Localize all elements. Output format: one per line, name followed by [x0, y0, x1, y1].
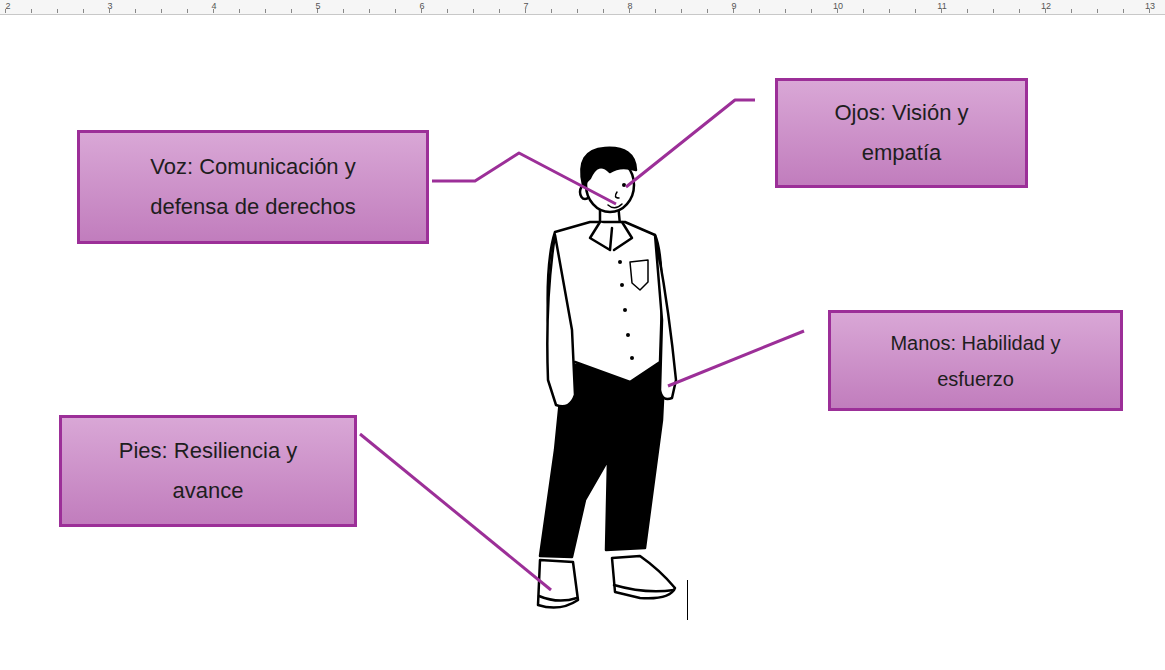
text-cursor: [687, 580, 688, 620]
ruler-number: 3: [107, 1, 112, 12]
ruler-number: 8: [627, 1, 632, 12]
ruler-number: 13: [1145, 1, 1155, 12]
ruler: [0, 0, 1165, 15]
ruler-number: 12: [1041, 1, 1051, 12]
ruler-number: 9: [731, 1, 736, 12]
callout-box: Manos: Habilidad y esfuerzo: [828, 310, 1123, 411]
ruler-number: 11: [937, 1, 946, 12]
callout-box: Voz: Comunicación y defensa de derechos: [77, 130, 429, 244]
leader-line: [432, 153, 616, 204]
leader-line: [668, 331, 804, 386]
callout-box: Ojos: Visión y empatía: [775, 78, 1028, 188]
ruler-number: 2: [5, 1, 10, 12]
ruler-number: 5: [315, 1, 320, 12]
ruler-number: 4: [211, 1, 216, 12]
callout-text: Voz: Comunicación y defensa de derechos: [118, 147, 388, 226]
ruler-number: 6: [419, 1, 424, 12]
leader-line: [360, 434, 551, 590]
callout-text: Manos: Habilidad y esfuerzo: [861, 325, 1091, 397]
callout-box: Pies: Resiliencia y avance: [59, 415, 357, 527]
ruler-number: 7: [523, 1, 528, 12]
callout-text: Ojos: Visión y empatía: [807, 93, 997, 172]
leader-line: [626, 100, 755, 187]
person-figure: [538, 148, 676, 608]
ruler-number: 10: [833, 1, 843, 12]
callout-text: Pies: Resiliencia y avance: [88, 431, 328, 510]
